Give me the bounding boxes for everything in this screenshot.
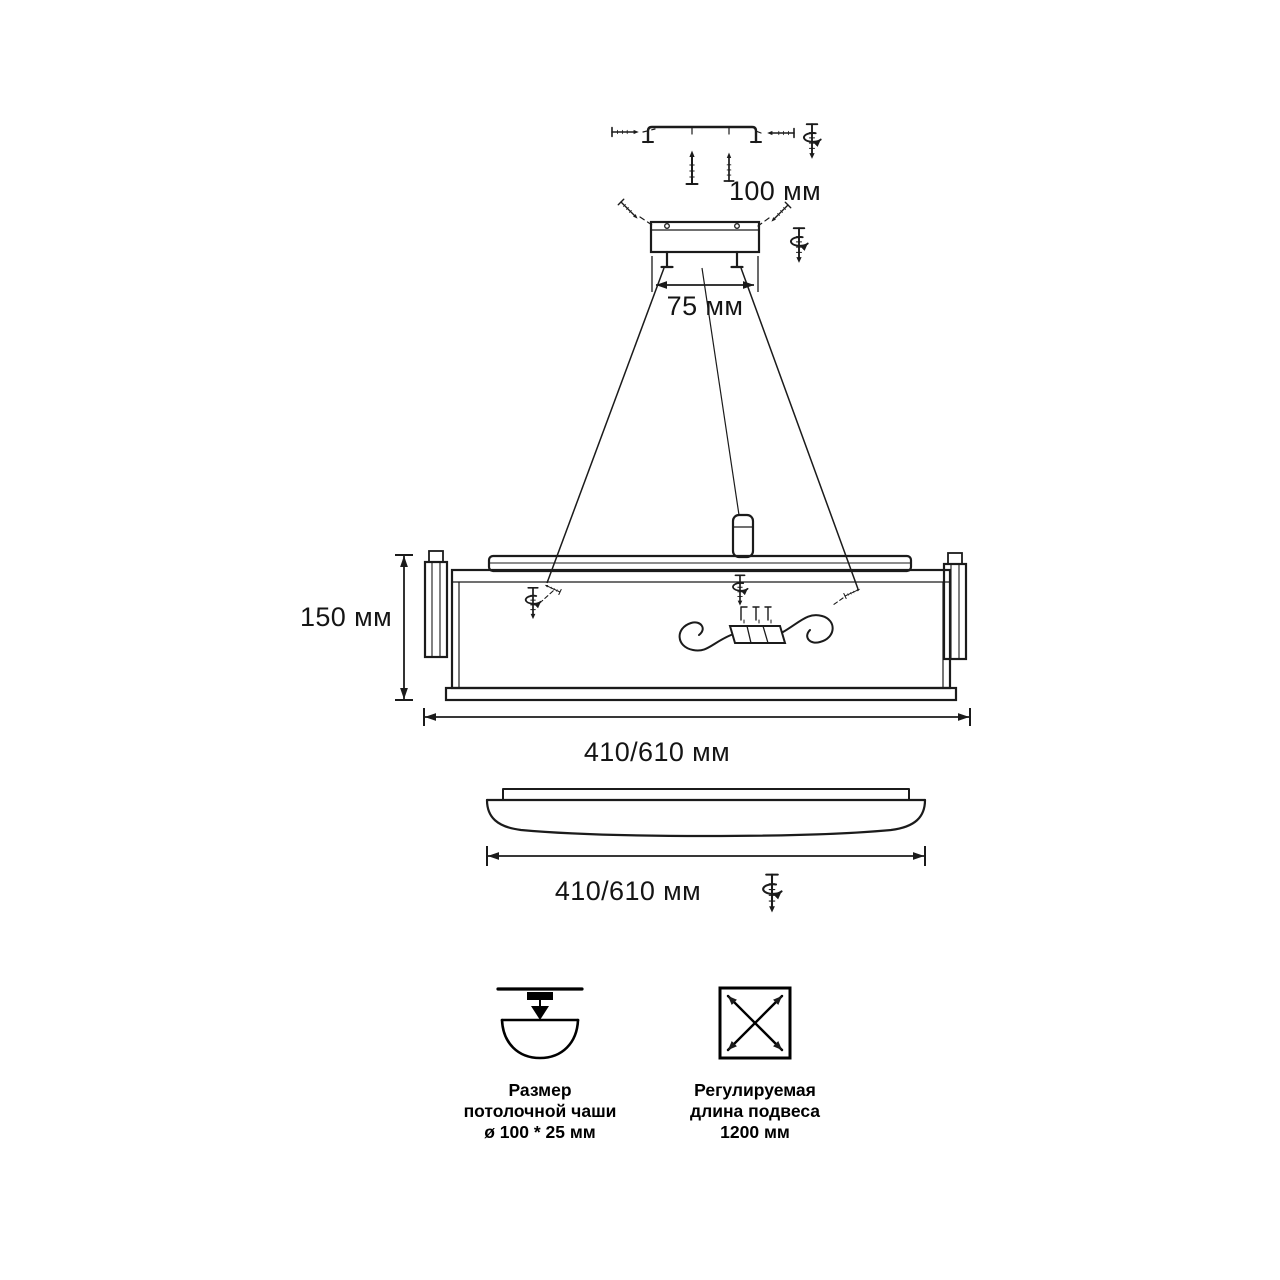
- cup-legend-line2: потолочной чаши: [463, 1101, 617, 1121]
- rotate-screw-icon: [791, 228, 808, 263]
- shade-profile-view: [485, 788, 927, 838]
- canopy-width-label: 75 мм: [666, 291, 744, 321]
- suspension-wire-left: [546, 267, 665, 584]
- bracket-width-label: 100 мм: [728, 176, 822, 206]
- shade-width-dimension: [486, 846, 926, 866]
- suspension-legend-line1: Регулируемая: [694, 1080, 816, 1100]
- fixture-body: [450, 568, 952, 690]
- cable-left: [678, 621, 732, 652]
- cup-legend-line3: ø 100 * 25 мм: [484, 1122, 596, 1142]
- wire-grip-screw-right-icon: [843, 585, 862, 599]
- wire-grip-screw-left-icon: [543, 581, 562, 595]
- cable-gland: [731, 513, 755, 559]
- cable-right: [782, 614, 834, 644]
- internal-wiring: [526, 575, 862, 652]
- suspension-wires: [546, 267, 859, 590]
- rotate-screw-icon: [526, 588, 541, 619]
- cup-legend-text: Размер потолочной чаши ø 100 * 25 мм: [430, 1080, 650, 1143]
- power-cord: [701, 267, 740, 516]
- fixture-width-dimension: [423, 708, 971, 726]
- rotate-screw-icon: [733, 575, 748, 605]
- ceiling-cup-icon: [496, 987, 584, 1060]
- fixture-height-label: 150 мм: [299, 602, 393, 632]
- adjustable-length-icon: [718, 986, 792, 1060]
- cup-legend-line1: Размер: [508, 1080, 572, 1100]
- fixture-width-label: 410/610 мм: [583, 737, 731, 767]
- bracket-screw-right-icon: [766, 127, 795, 139]
- canopy-screw-left-icon: [617, 198, 642, 223]
- left-end-bracket: [423, 560, 449, 659]
- right-end-bracket: [942, 562, 968, 661]
- terminal-block: [728, 625, 787, 644]
- suspension-legend-line3: 1200 мм: [720, 1122, 790, 1142]
- ceiling-mount-bracket: [642, 125, 762, 144]
- bracket-screw-left-icon: [611, 126, 640, 138]
- suspension-legend-text: Регулируемая длина подвеса 1200 мм: [645, 1080, 865, 1143]
- ceiling-canopy: [639, 216, 770, 269]
- rotate-screw-icon: [804, 124, 821, 159]
- suspension-legend-line2: длина подвеса: [690, 1101, 820, 1121]
- bottom-diffuser: [444, 686, 958, 702]
- height-dimension: [395, 554, 413, 701]
- shade-width-label: 410/610 мм: [554, 876, 702, 906]
- suspension-wire-right: [740, 267, 859, 590]
- shade-outline: [485, 798, 927, 838]
- fixture-side-view: [423, 513, 968, 702]
- canopy-screws: [617, 198, 808, 263]
